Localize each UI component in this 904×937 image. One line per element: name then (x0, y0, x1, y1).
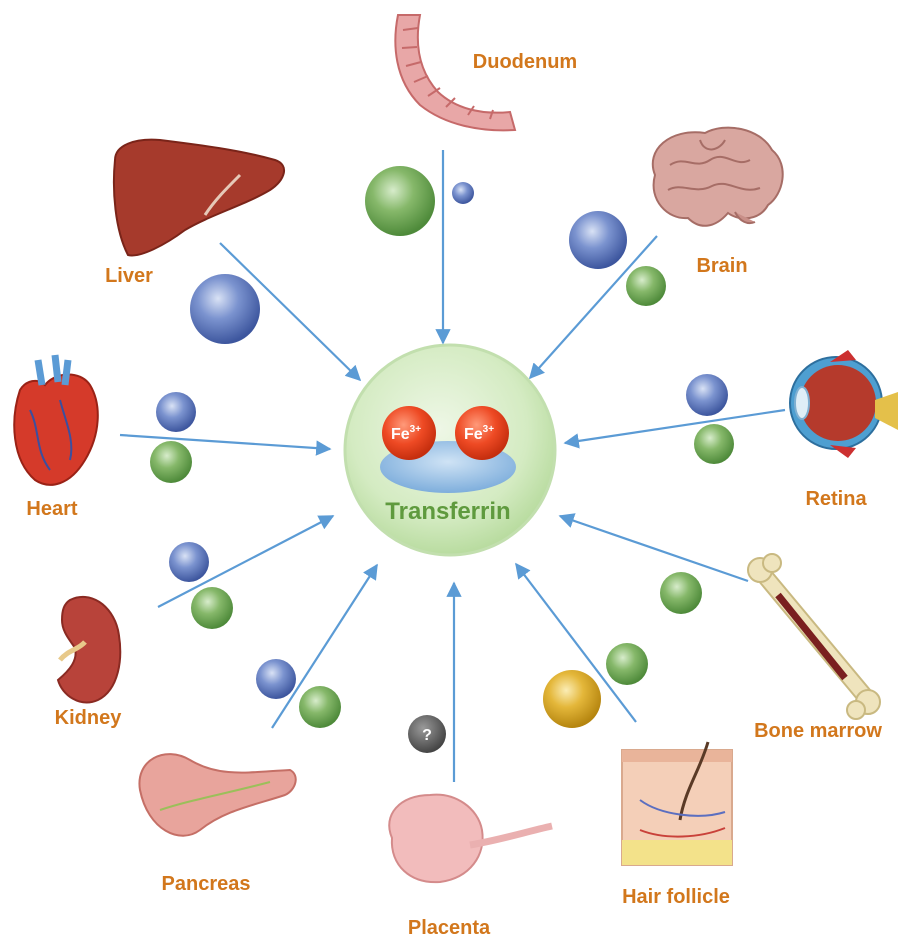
placenta-illustration (389, 795, 552, 883)
sphere-hair-follicle-gold (543, 670, 601, 728)
sphere-duodenum-blue (452, 182, 474, 204)
eye-illustration (790, 350, 898, 458)
arrow-bone-marrow (560, 516, 748, 581)
label-pancreas: Pancreas (162, 873, 251, 895)
liver-illustration (114, 140, 284, 256)
label-bone-marrow: Bone marrow (754, 720, 882, 742)
sphere-retina-green (694, 424, 734, 464)
sphere-retina-blue (686, 374, 728, 416)
sphere-pancreas-green (299, 686, 341, 728)
hair-follicle-illustration (622, 742, 732, 865)
sphere-hair-follicle-green (606, 643, 648, 685)
bone-illustration (748, 554, 880, 719)
sphere-heart-blue (156, 392, 196, 432)
kidney-illustration (58, 597, 120, 703)
sphere-brain-green (626, 266, 666, 306)
unknown-factor-mark: ? (422, 727, 432, 744)
arrow-heart (120, 435, 330, 449)
label-retina: Retina (805, 488, 867, 510)
label-heart: Heart (26, 498, 77, 520)
label-brain: Brain (696, 255, 747, 277)
sphere-kidney-blue (169, 542, 209, 582)
transferrin-label: Transferrin (385, 498, 510, 525)
heart-illustration (14, 355, 98, 485)
sphere-duodenum-green (365, 166, 435, 236)
label-hair-follicle: Hair follicle (622, 886, 730, 908)
sphere-pancreas-blue (256, 659, 296, 699)
transferrin-complex: Fe3+ Fe3+ Transferrin (345, 345, 555, 555)
label-liver: Liver (105, 265, 153, 287)
arrow-retina (565, 410, 785, 443)
sphere-liver-blue (190, 274, 260, 344)
label-placenta: Placenta (408, 917, 491, 937)
label-kidney: Kidney (55, 707, 123, 729)
sphere-brain-blue (569, 211, 627, 269)
pancreas-illustration (139, 754, 295, 836)
sphere-bone-marrow-green (660, 572, 702, 614)
brain-illustration (653, 128, 783, 226)
label-duodenum: Duodenum (473, 51, 577, 73)
sphere-heart-green (150, 441, 192, 483)
sphere-kidney-green (191, 587, 233, 629)
